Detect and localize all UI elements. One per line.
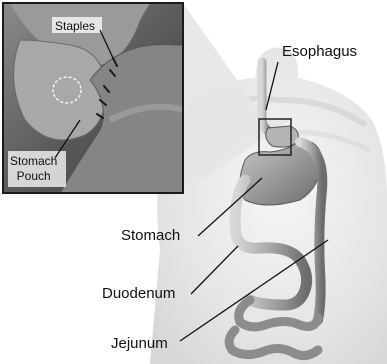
label-stomach: Stomach: [121, 228, 180, 243]
label-jejunum: Jejunum: [111, 336, 168, 351]
label-stomach-pouch-line2: Pouch: [10, 169, 57, 184]
label-stomach-pouch: Stomach Pouch: [10, 154, 57, 184]
label-stomach-pouch-line1: Stomach: [10, 154, 57, 169]
label-esophagus: Esophagus: [282, 44, 357, 59]
label-staples: Staples: [55, 20, 95, 32]
pouch: [266, 126, 299, 147]
label-duodenum: Duodenum: [102, 286, 175, 301]
